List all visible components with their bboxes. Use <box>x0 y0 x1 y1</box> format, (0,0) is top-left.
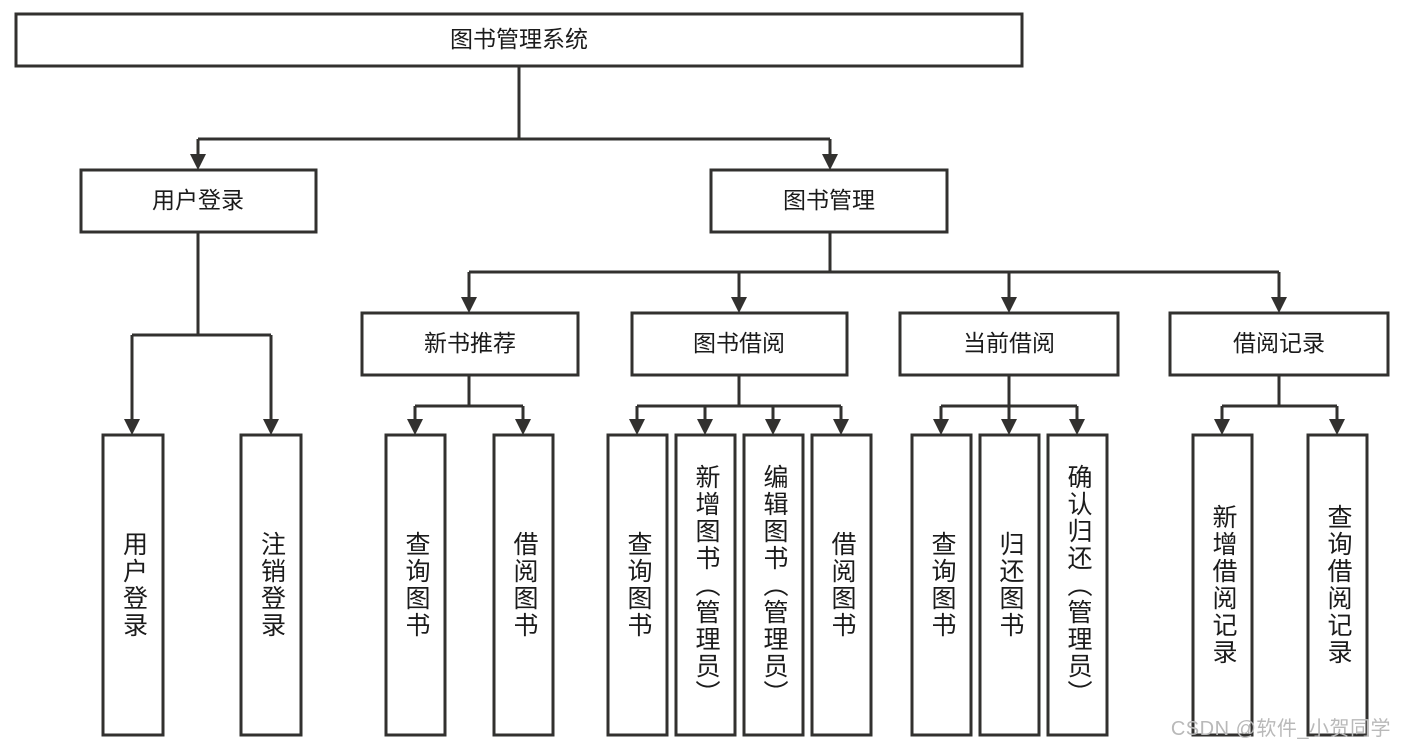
arrow-to-leaf-query-book-1 <box>407 419 423 435</box>
node-book-manage-label: 图书管理 <box>783 187 875 213</box>
connector-group-user-login <box>124 232 279 435</box>
arrow-to-leaf-add-record <box>1214 419 1230 435</box>
node-user-login-label: 用户登录 <box>152 187 244 213</box>
connector-group-book-manage <box>461 232 1287 313</box>
connector-group-root <box>190 66 838 170</box>
node-leaf-query-book-2-box[interactable] <box>606 433 669 737</box>
arrow-to-current-borrow <box>1001 297 1017 313</box>
node-borrow-record[interactable]: 借阅记录 <box>1168 311 1390 377</box>
arrow-to-leaf-add-book <box>697 419 713 435</box>
node-leaf-user-login-box[interactable] <box>101 433 165 737</box>
arrow-to-leaf-query-book-3 <box>933 419 949 435</box>
arrow-to-leaf-edit-book <box>765 419 781 435</box>
node-borrow-record-box[interactable] <box>1168 311 1390 377</box>
node-user-login[interactable]: 用户登录 <box>79 168 318 234</box>
arrow-to-leaf-borrow-book-1 <box>515 419 531 435</box>
node-book-borrow-label: 图书借阅 <box>693 330 785 356</box>
node-leaf-logout-box[interactable] <box>239 433 303 737</box>
node-current-borrow-label: 当前借阅 <box>963 330 1055 356</box>
arrow-to-leaf-confirm-return <box>1069 419 1085 435</box>
arrow-to-leaf-user-login <box>124 419 140 435</box>
arrow-to-new-book-rec <box>461 297 477 313</box>
node-leaf-query-record-box[interactable] <box>1306 433 1369 737</box>
node-book-borrow[interactable]: 图书借阅 <box>630 311 849 377</box>
node-leaf-return-book-box[interactable] <box>978 433 1041 737</box>
arrow-to-leaf-query-record <box>1329 419 1345 435</box>
node-user-login-box[interactable] <box>79 168 318 234</box>
node-leaf-add-book-box[interactable] <box>674 433 737 737</box>
connector-group-book-borrow <box>629 375 849 435</box>
node-leaf-edit-book-box[interactable] <box>742 433 805 737</box>
node-root-system-box[interactable] <box>14 12 1024 68</box>
node-leaf-query-book-1-box[interactable] <box>384 433 447 737</box>
connector-group-new-book-rec <box>407 375 531 435</box>
arrow-to-leaf-borrow-book-2 <box>833 419 849 435</box>
node-book-manage-box[interactable] <box>709 168 949 234</box>
node-leaf-borrow-book-2-box[interactable] <box>810 433 873 737</box>
node-book-manage[interactable]: 图书管理 <box>709 168 949 234</box>
arrow-to-borrow-record <box>1271 297 1287 313</box>
node-leaf-query-book-3-box[interactable] <box>910 433 973 737</box>
node-leaf-borrow-book-1-box[interactable] <box>492 433 555 737</box>
arrow-to-book-borrow <box>731 297 747 313</box>
node-new-book-rec[interactable]: 新书推荐 <box>360 311 580 377</box>
arrow-root-to-book-manage <box>822 154 838 170</box>
csdn-watermark: CSDN @软件_小贺同学 <box>1170 718 1391 740</box>
arrow-root-to-user-login <box>190 154 206 170</box>
connector-group-borrow-record <box>1214 375 1345 435</box>
node-borrow-record-label: 借阅记录 <box>1233 330 1325 356</box>
node-book-borrow-box[interactable] <box>630 311 849 377</box>
arrow-to-leaf-return-book <box>1001 419 1017 435</box>
arrow-to-leaf-logout <box>263 419 279 435</box>
node-new-book-rec-label: 新书推荐 <box>424 330 516 356</box>
node-root-system-label: 图书管理系统 <box>450 26 588 52</box>
arrow-to-leaf-query-book-2 <box>629 419 645 435</box>
node-current-borrow-box[interactable] <box>898 311 1120 377</box>
node-leaf-confirm-return-box[interactable] <box>1046 433 1109 737</box>
node-leaf-add-record-box[interactable] <box>1191 433 1254 737</box>
connector-group-current-borrow <box>933 375 1085 435</box>
leaf-boxes-group <box>101 433 1369 737</box>
node-root-system[interactable]: 图书管理系统 <box>14 12 1024 68</box>
node-current-borrow[interactable]: 当前借阅 <box>898 311 1120 377</box>
node-new-book-rec-box[interactable] <box>360 311 580 377</box>
